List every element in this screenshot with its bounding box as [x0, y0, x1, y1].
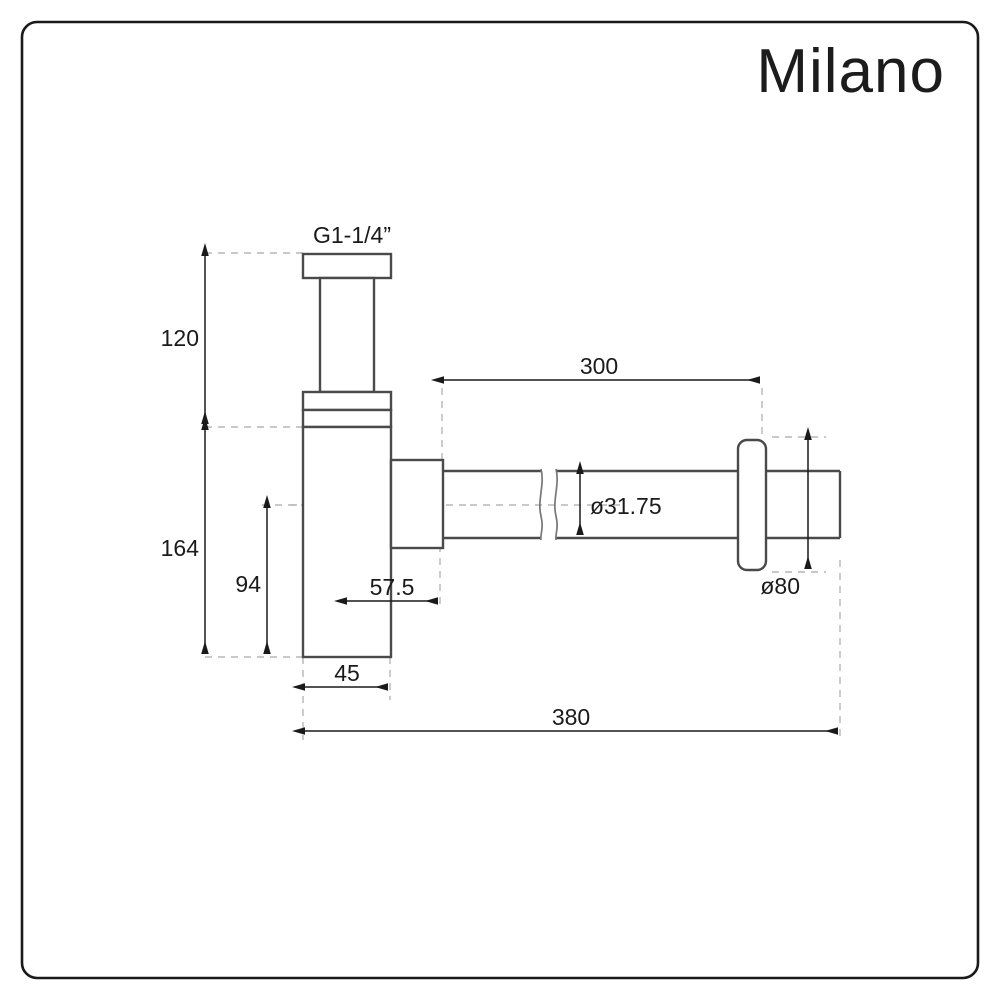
wall-flange — [736, 438, 768, 572]
dim-label-57-5: 57.5 — [370, 574, 415, 600]
body-collar-lower — [301, 408, 393, 429]
dim-label-45: 45 — [334, 660, 360, 686]
dim-label-164: 164 — [161, 535, 200, 561]
dim-label-380: 380 — [552, 704, 590, 730]
dim-label-120: 120 — [161, 325, 199, 351]
dim-label-31-75: ø31.75 — [590, 493, 662, 519]
trap-body — [301, 425, 393, 659]
pipe-segment-left — [443, 469, 541, 540]
pipe-segment-right — [556, 469, 840, 540]
dim-label-thread: G1-1/4” — [313, 222, 391, 248]
dim-label-80: ø80 — [760, 573, 800, 599]
dim-label-94: 94 — [235, 571, 261, 597]
dimension-lines — [201, 243, 838, 735]
pipe-break-symbol — [539, 468, 558, 541]
body-collar-upper — [301, 390, 393, 412]
trap-body-geometry — [301, 252, 842, 659]
outlet-nipple — [389, 458, 445, 550]
sheet-border — [20, 20, 980, 980]
brand-logo: Milano — [756, 37, 945, 106]
inlet-flange — [301, 252, 393, 280]
dim-label-300: 300 — [580, 353, 618, 379]
inlet-tube — [318, 276, 376, 394]
